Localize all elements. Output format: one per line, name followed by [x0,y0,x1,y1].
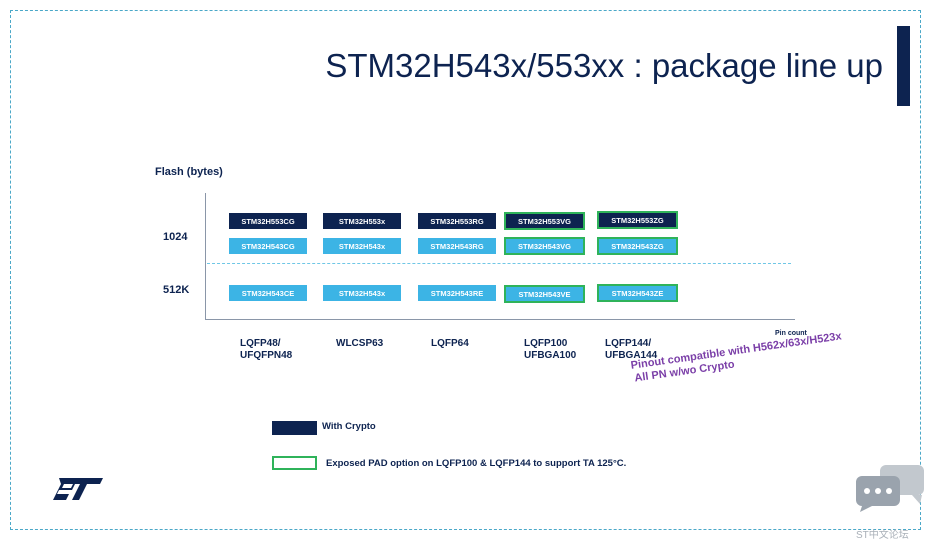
legend-swatch-exposed-pad [272,456,317,470]
flash-divider-line [207,263,791,264]
part-box-crypto: STM32H553x [323,213,401,229]
legend-swatch-crypto [272,421,317,435]
y-level-512k: 512K [163,284,190,296]
part-box-crypto-exposed-pad: STM32H553ZG [597,211,678,229]
legend-label-exposed-pad: Exposed PAD option on LQFP100 & LQFP144 … [326,458,627,469]
package-label: WLCSP63 [336,338,384,349]
part-box: STM32H543CE [229,285,307,301]
package-label: LQFP144/UFBGA144 [605,338,658,361]
part-box: STM32H543x [323,285,401,301]
legend-label-crypto: With Crypto [322,421,376,432]
part-box-exposed-pad: STM32H543VG [504,237,585,255]
part-box: STM32H543x [323,238,401,254]
package-label: LQFP48/UFQFPN48 [240,338,293,361]
x-axis-line [205,319,795,320]
y-level-1024: 1024 [163,231,188,243]
part-box-crypto: STM32H553RG [418,213,496,229]
y-axis-label: Flash (bytes) [155,166,223,178]
title-accent-bar [897,26,910,106]
y-axis-line [205,193,206,319]
slide-frame [10,10,921,530]
part-box-exposed-pad: STM32H543ZG [597,237,678,255]
part-box: STM32H543CG [229,238,307,254]
slide-title: STM32H543x/553xx : package line up [325,47,883,84]
part-box-exposed-pad: STM32H543VE [504,285,585,303]
watermark-text: ST中文论坛 [856,530,909,541]
package-label: LQFP64 [431,338,469,349]
st-logo-icon [53,478,103,500]
chat-bubbles-icon [856,465,924,512]
x-axis-label: Pin count [775,330,807,337]
part-box-crypto: STM32H553CG [229,213,307,229]
part-box-crypto-exposed-pad: STM32H553VG [504,212,585,230]
part-box-exposed-pad: STM32H543ZE [597,284,678,302]
part-box: STM32H543RG [418,238,496,254]
part-box: STM32H543RE [418,285,496,301]
